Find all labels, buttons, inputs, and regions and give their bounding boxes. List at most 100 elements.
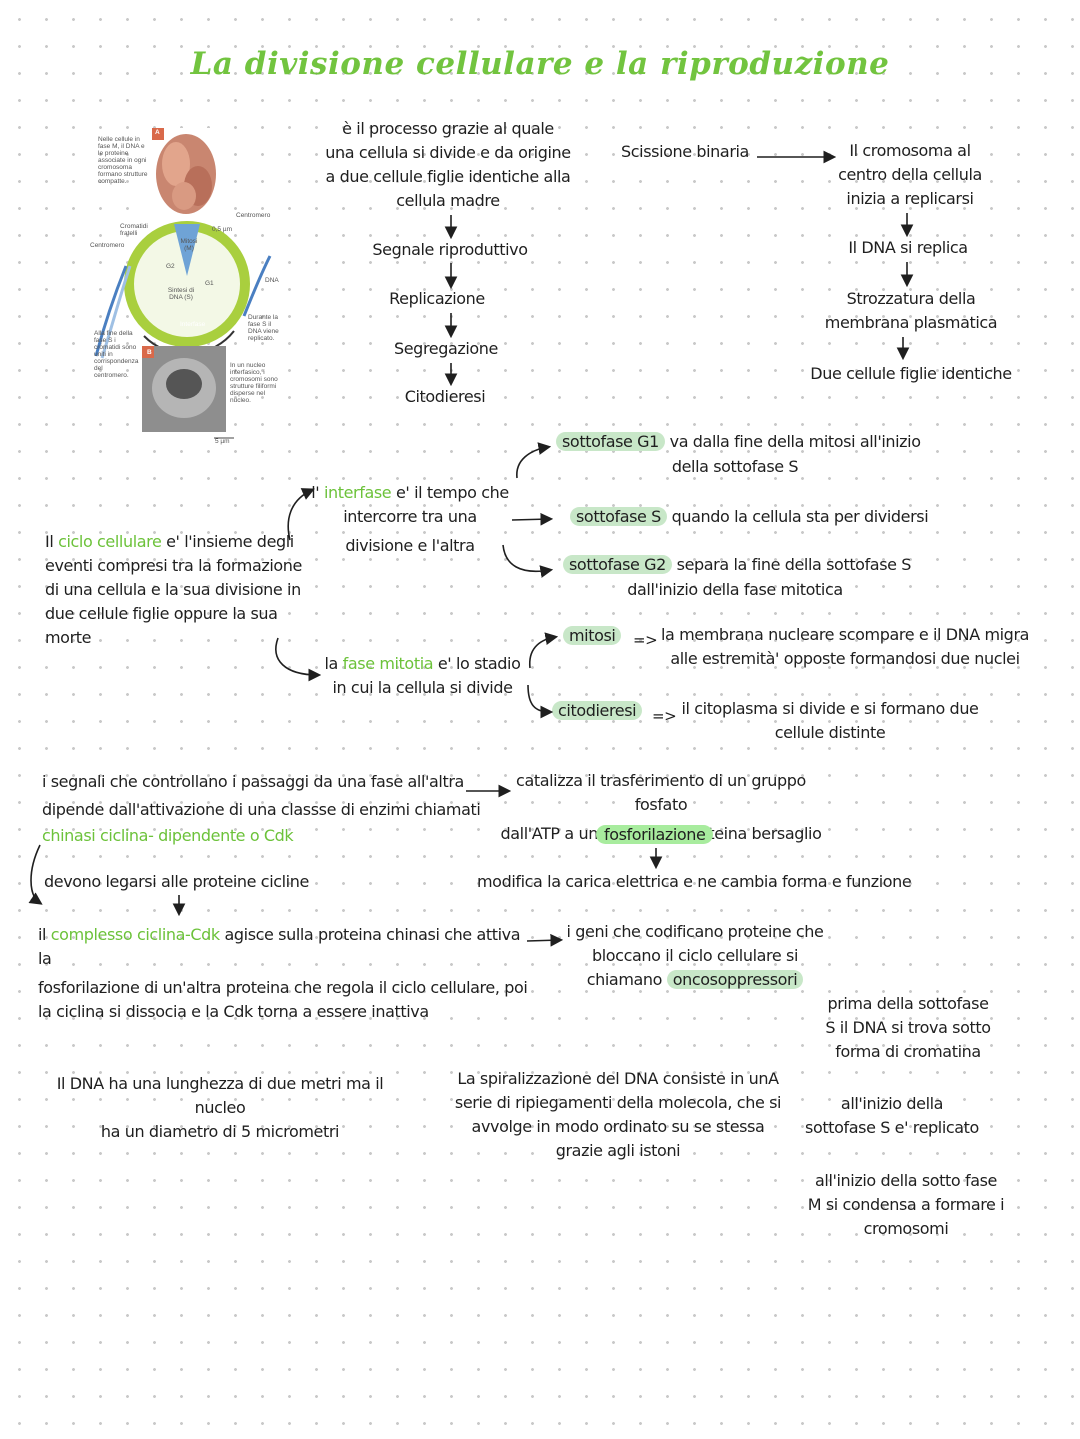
oncosoppressori-text: i geni che codificano proteine che blocc…	[560, 920, 830, 992]
text-line: fosforilazione di un'altra proteina che …	[38, 978, 528, 997]
figure-caption-top: Nelle cellule in fase M, il DNA e le pro…	[98, 136, 148, 185]
sottofase-g2: sottofase G2 separa la fine della sottof…	[563, 553, 911, 577]
mitosi-label: mitosi	[563, 624, 622, 648]
cell-cycle-illustration	[94, 128, 272, 439]
cell-cycle-figure: Nelle cellule in fase M, il DNA e le pro…	[84, 126, 290, 446]
figure-mitosi: Mitosi (M)	[180, 238, 198, 252]
sottofase-g1-line2: della sottofase S	[671, 457, 799, 476]
text-line: all'inizio della	[840, 1094, 944, 1113]
text-line: i segnali che controllano i passaggi da …	[42, 772, 464, 791]
text-line: S il DNA si trova sotto	[825, 1018, 991, 1037]
keyword-interfase: interfase	[323, 483, 392, 502]
keyword-ciclo-cellulare: ciclo cellulare	[58, 532, 162, 551]
text-line: l' interfase e' il tempo che	[310, 481, 510, 505]
cell-cycle-definition: Il ciclo cellulare e' l'insieme degli ev…	[45, 530, 315, 650]
arrow	[275, 637, 322, 682]
arrow	[527, 684, 554, 719]
text-line: bloccano il ciclo cellulare si	[591, 946, 798, 965]
figure-scale-bottom: 5 µm	[215, 438, 230, 445]
arrow	[511, 512, 554, 526]
page-title: La divisione cellulare e la riproduzione	[190, 46, 890, 82]
arrow	[516, 442, 552, 479]
text-line: M si condensa a formare i	[807, 1195, 1005, 1214]
cdk-complex: il complesso ciclina-Cdk agisce sulla pr…	[38, 923, 538, 1024]
figure-durante: Durante la fase S il DNA viene replicato…	[248, 314, 279, 342]
keyword-fase-mitotia: fase mitotia	[342, 654, 434, 673]
text-fragment: la	[324, 654, 343, 673]
arrow	[287, 488, 315, 541]
text-fragment: il	[38, 925, 51, 944]
text-line: cellula madre	[396, 191, 500, 210]
figure-centromero-left: Centromero	[90, 242, 125, 249]
text-line: cromosomi	[863, 1219, 949, 1238]
text-line: due cellule figlie oppure la sua	[45, 604, 278, 623]
text-line: dipende dall'attivazione di una classse …	[42, 800, 481, 819]
cdk-bind-cycline: devono legarsi alle proteine cicline	[44, 872, 309, 891]
figure-interfase: Interfase	[180, 321, 206, 328]
division-step: Citodieresi	[404, 387, 486, 406]
text-line: forma di cromatina	[835, 1042, 981, 1061]
text-line: divisione e l'altra	[345, 536, 475, 555]
text-line: intercorre tra una	[343, 507, 477, 526]
text-fragment: separa la fine della sottofase S	[671, 555, 912, 574]
text-fragment: agisce sulla proteina chinasi che attiva…	[38, 925, 521, 968]
fosforilazione-effect: modifica la carica elettrica e ne cambia…	[477, 872, 912, 891]
text-fragment: l'	[311, 483, 324, 502]
highlight-sottofase-g2: sottofase G2	[563, 555, 672, 574]
text-line: il citoplasma si divide e si formano due	[681, 699, 979, 718]
figure-sintesi: Sintesi di DNA (S)	[167, 287, 195, 301]
highlight-fosforilazione: fosforilazione	[596, 825, 714, 844]
text-line: in cui la cellula si divide	[332, 678, 513, 697]
text-line: Strozzatura della	[846, 289, 976, 308]
text-line: centro della cellula	[838, 165, 982, 184]
text-fragment: e' lo stadio	[433, 654, 521, 673]
text-line: ha un diametro di 5 micrometri	[100, 1122, 340, 1141]
highlight-sottofase-g1: sottofase G1	[556, 432, 665, 451]
division-definition: è il processo grazie al quale una cellul…	[318, 117, 578, 213]
text-line: La spiralizzazione del DNA consiste in u…	[457, 1069, 779, 1088]
text-fragment: Il	[45, 532, 59, 551]
text-line: eventi compresi tra la formazione	[45, 556, 302, 575]
text-fragment: e' il tempo che	[391, 483, 509, 502]
keyword-cdk: chinasi ciclina- dipendente o Cdk	[42, 826, 294, 845]
cdk-signals: i segnali che controllano i passaggi da …	[42, 770, 482, 848]
binary-step-4: Due cellule figlie identiche	[810, 364, 1012, 383]
dna-start-s: all'inizio della sottofase S e' replicat…	[792, 1092, 992, 1140]
figure-dna: DNA	[265, 277, 279, 284]
text-line: morte	[45, 628, 92, 647]
sottofase-s: sottofase S quando la cellula sta per di…	[570, 505, 929, 529]
text-line: Il ciclo cellulare e' l'insieme degli	[45, 530, 315, 554]
figure-label-b: B	[147, 349, 152, 356]
text-line: Il DNA ha una lunghezza di due metri ma …	[56, 1074, 384, 1117]
text-line: prima della sottofase	[827, 994, 989, 1013]
text-line: sottofase S e' replicato	[805, 1118, 979, 1137]
figure-in-un-nucleo: In un nucleo interfasico, i cromosomi so…	[230, 362, 278, 404]
highlight-sottofase-s: sottofase S	[570, 507, 667, 526]
text-line: membrana plasmatica	[824, 313, 998, 332]
dna-start-m: all'inizio della sotto fase M si condens…	[796, 1169, 1016, 1241]
text-line: a due cellule figlie identiche alla	[325, 167, 571, 186]
text-line: inizia a replicarsi	[846, 189, 974, 208]
cdk-catalyze: catalizza il trasferimento di un gruppo …	[496, 769, 826, 846]
binary-fission-label: Scissione binaria	[621, 142, 749, 161]
figure-centromero-right: Centromero	[236, 212, 271, 219]
text-line: alle estremità' opposte formandosi due n…	[670, 649, 1020, 668]
text-line: serie di ripiegamenti della molecola, ch…	[454, 1093, 782, 1112]
implies-arrow: =>	[652, 707, 677, 725]
figure-alla-fine: Alla fine della fase S i cromatidi sono …	[94, 330, 139, 379]
text-line: la ciclina si dissocia e la Cdk torna a …	[38, 1002, 429, 1021]
citodieresi-description: il citoplasma si divide e si formano due…	[680, 697, 980, 745]
keyword-complesso: complesso ciclina-Cdk	[50, 925, 220, 944]
interfase-definition: l' interfase e' il tempo che intercorre …	[310, 481, 510, 558]
arrow	[526, 933, 564, 947]
arrow	[28, 844, 43, 905]
text-fragment: e' l'insieme degli	[161, 532, 294, 551]
sottofase-g2-line2: dall'inizio della fase mitotica	[627, 580, 843, 599]
text-line: avvolge in modo ordinato su se stessa	[471, 1117, 765, 1136]
text-line: la fase mitotia e' lo stadio	[315, 652, 530, 676]
text-fragment: va dalla fine della mitosi all'inizio	[664, 432, 921, 451]
figure-g2: G2	[166, 263, 175, 270]
figure-label-a: A	[155, 129, 160, 136]
division-step: Replicazione	[389, 289, 485, 308]
text-fragment: quando la cellula sta per dividersi	[666, 507, 929, 526]
